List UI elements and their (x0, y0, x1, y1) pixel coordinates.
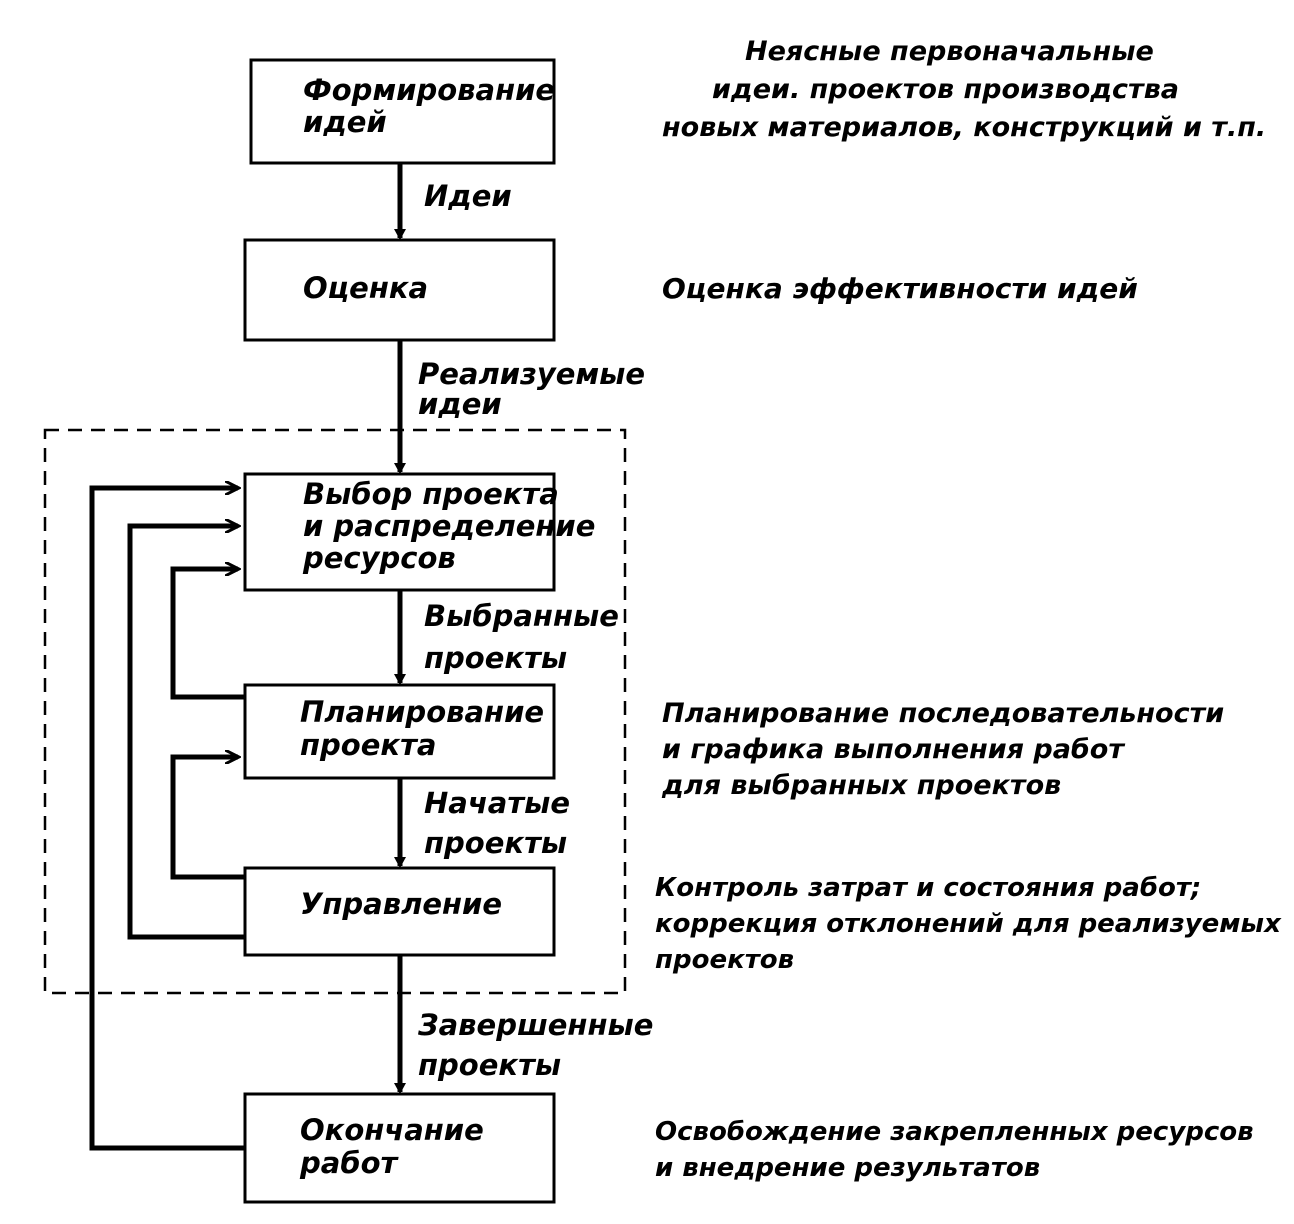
node-line: Выбор проекта (303, 477, 559, 511)
feedback-plan-to-select (170, 569, 245, 700)
feedback-control-to-select (127, 526, 245, 940)
edge-label-ideas: Идеи (424, 179, 512, 213)
node-evaluation: Оценка (243, 238, 556, 342)
note-evaluation: Оценка эффективности идей (662, 272, 1138, 305)
feedback-control-to-plan (170, 757, 245, 880)
node-line: Формирование (303, 73, 555, 107)
node-line: Оценка (303, 271, 428, 305)
node-line: работ (299, 1146, 400, 1180)
node-line: проекта (300, 728, 436, 762)
node-line: и распределение (303, 509, 595, 543)
node-line: Планирование (300, 695, 544, 729)
node-line: Окончание (300, 1113, 484, 1147)
node-line: Управление (300, 887, 502, 921)
note-management: Контроль затрат и состояния работ;коррек… (655, 873, 1282, 975)
node-management: Управление (243, 866, 556, 957)
node-line: ресурсов (302, 541, 456, 575)
node-line: идей (303, 105, 387, 139)
feedback-finish-to-select (89, 488, 245, 1151)
managed-phase-boundary (43, 428, 627, 995)
